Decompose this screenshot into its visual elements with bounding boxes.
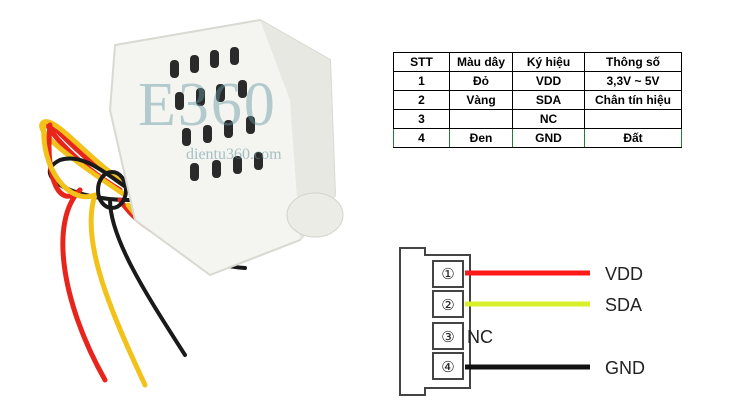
- table-row: 4 Đen GND Đất: [393, 128, 682, 148]
- connector-diagram: ① ② ③ ④ VDD SDA NC GND: [399, 247, 645, 396]
- table-header-row: STT Màu dây Ký hiệu Thông số: [393, 52, 682, 72]
- cell-wire-color: Đỏ: [449, 71, 513, 91]
- cell-stt: 2: [393, 90, 450, 110]
- watermark-logo: E360: [138, 71, 277, 139]
- header-wire-color: Màu dây: [449, 52, 513, 72]
- pin-table: STT Màu dây Ký hiệu Thông số 1 Đỏ VDD 3,…: [393, 52, 682, 148]
- table-row: 2 Vàng SDA Chân tín hiệu: [393, 90, 682, 110]
- pin-number-1: ①: [441, 265, 454, 283]
- cell-symbol: SDA: [512, 90, 585, 110]
- pin-label-gnd: GND: [605, 358, 645, 378]
- pin-number-2: ②: [441, 296, 454, 314]
- header-stt: STT: [393, 52, 450, 72]
- cell-stt: 1: [393, 71, 450, 91]
- sensor-photo: [39, 18, 344, 388]
- header-spec: Thông số: [584, 52, 682, 72]
- cell-spec: Đất: [584, 128, 682, 148]
- header-symbol: Ký hiệu: [512, 52, 585, 72]
- pin-number-4: ④: [441, 358, 454, 376]
- sensor-body: [108, 18, 344, 277]
- cell-stt: 3: [393, 109, 450, 129]
- connector-housing: [399, 247, 471, 396]
- cell-spec: Chân tín hiệu: [584, 90, 682, 110]
- table-row: 3 NC: [393, 109, 682, 129]
- cell-wire-color: Đen: [449, 128, 513, 148]
- pin-number-3: ③: [441, 328, 454, 346]
- table-row: 1 Đỏ VDD 3,3V ~ 5V: [393, 71, 682, 91]
- cell-stt: 4: [393, 128, 450, 148]
- cell-symbol: NC: [512, 109, 585, 129]
- cell-wire-color: [449, 109, 513, 129]
- cell-spec: [584, 109, 682, 129]
- cell-symbol: GND: [512, 128, 585, 148]
- pin-label-sda: SDA: [605, 295, 642, 315]
- watermark-url: dientu360.com: [186, 146, 282, 163]
- pin-label-nc: NC: [467, 327, 493, 347]
- cell-spec: 3,3V ~ 5V: [584, 71, 682, 91]
- cell-symbol: VDD: [512, 71, 585, 91]
- cell-wire-color: Vàng: [449, 90, 513, 110]
- pin-label-vdd: VDD: [605, 264, 643, 284]
